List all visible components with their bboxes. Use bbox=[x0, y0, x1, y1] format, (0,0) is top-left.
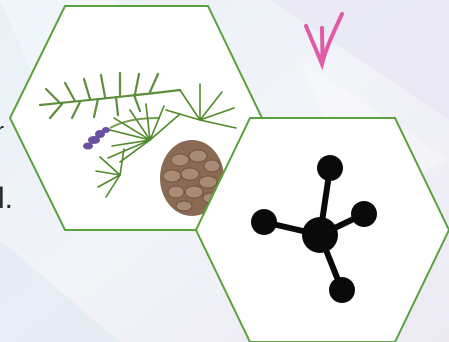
pine-cone bbox=[160, 140, 224, 216]
molecule-atom bbox=[251, 209, 277, 235]
molecule-hexagon bbox=[194, 117, 449, 342]
background-facet bbox=[0, 240, 120, 342]
down-arrow-icon bbox=[304, 12, 344, 71]
molecule-atom bbox=[351, 201, 377, 227]
pine-cone-herbs-image bbox=[38, 71, 237, 216]
molecule-atom bbox=[317, 155, 343, 181]
background-facet bbox=[270, 0, 449, 120]
text-fragment-line-2: l. bbox=[0, 182, 13, 215]
molecule-center-atom bbox=[302, 217, 338, 253]
text-fragment-line-1: r bbox=[0, 120, 4, 144]
plant-hexagon bbox=[8, 5, 264, 231]
molecule-atom bbox=[329, 277, 355, 303]
